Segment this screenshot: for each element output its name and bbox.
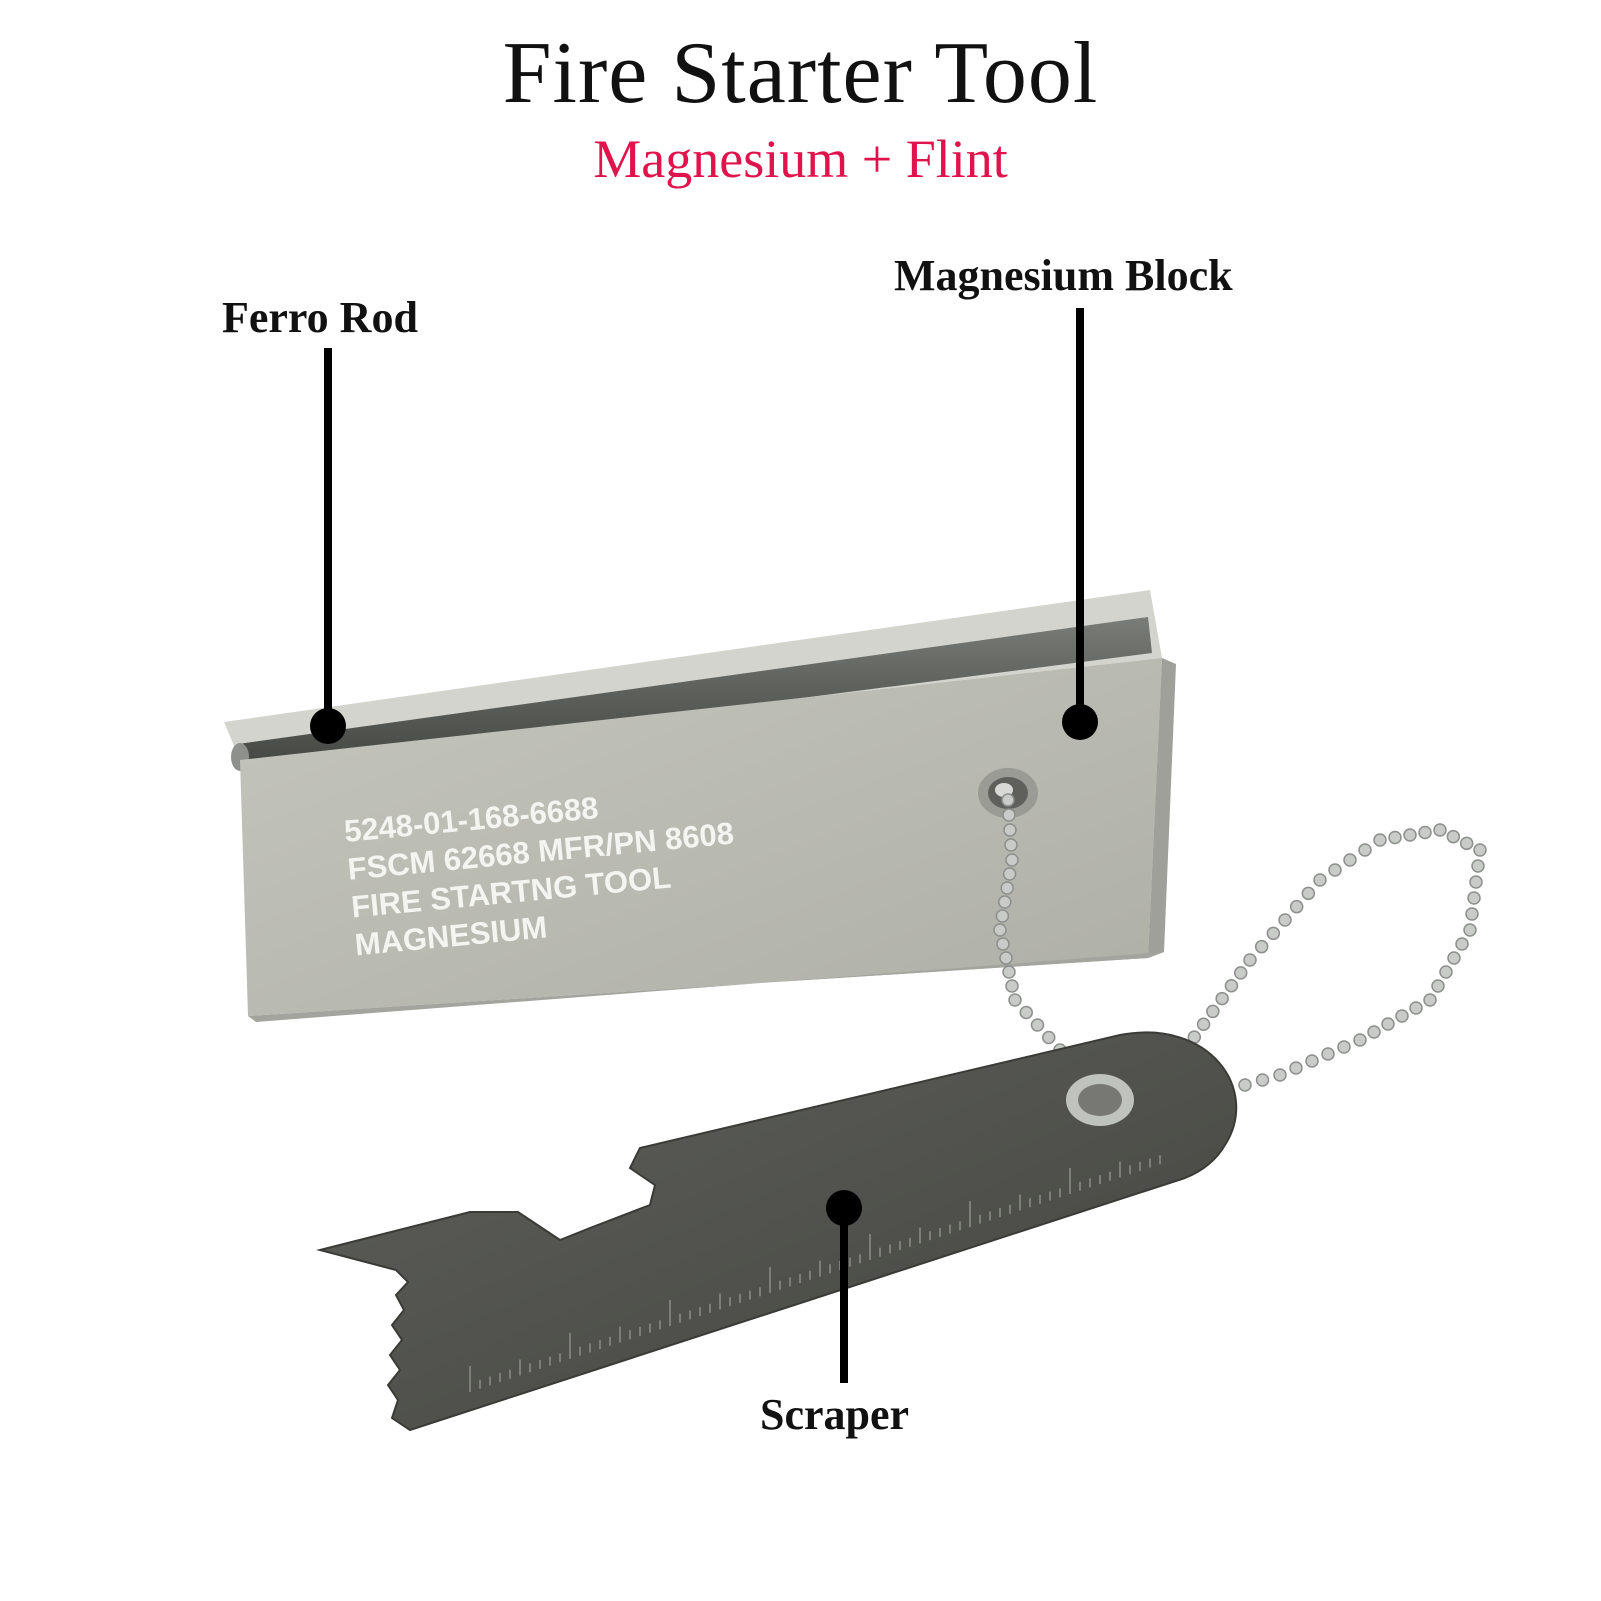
chain-bead xyxy=(1002,965,1016,979)
chain-bead xyxy=(1003,823,1017,837)
chain-bead xyxy=(1459,836,1474,851)
chain-bead xyxy=(1469,875,1483,889)
chain-bead xyxy=(1255,1073,1270,1087)
callout-line-ferro-rod xyxy=(310,348,346,744)
chain-bead xyxy=(1463,923,1477,937)
chain-bead xyxy=(1005,979,1019,993)
chain-bead xyxy=(1004,838,1018,852)
chain-bead xyxy=(1409,1001,1423,1015)
chain-bead xyxy=(1019,1005,1033,1020)
chain-bead xyxy=(1008,993,1022,1007)
chain-bead xyxy=(1471,859,1485,873)
chain-bead xyxy=(1447,951,1461,965)
chain-bead xyxy=(1305,1054,1319,1068)
chain-bead xyxy=(1439,965,1453,979)
chain-bead xyxy=(1254,939,1269,954)
chain-bead xyxy=(1206,1004,1220,1019)
chain-bead xyxy=(1353,1033,1367,1047)
page-subtitle: Magnesium + Flint xyxy=(593,129,1008,189)
chain-bead xyxy=(1233,966,1248,980)
callout-line-scraper xyxy=(826,1190,862,1383)
chain-bead xyxy=(1001,793,1015,807)
chain-bead xyxy=(1215,991,1229,1006)
chain-bead xyxy=(1467,891,1481,905)
callout-ferro-rod: Ferro Rod xyxy=(222,293,418,342)
chain-bead xyxy=(996,937,1010,951)
chain-bead xyxy=(1278,913,1292,927)
magnesium-block: 5248-01-168-6688 FSCM 62668 MFR/PN 8608 … xyxy=(224,590,1176,1022)
chain-bead xyxy=(1381,1017,1395,1031)
chain-bead xyxy=(1002,867,1017,881)
chain-bead xyxy=(1328,863,1342,877)
chain-bead xyxy=(999,951,1013,965)
callout-magnesium-block: Magnesium Block xyxy=(894,251,1233,300)
chain-bead xyxy=(1388,830,1402,845)
scraper xyxy=(316,1031,1238,1432)
chain-bead xyxy=(1465,907,1479,921)
chain-bead xyxy=(993,923,1007,937)
chain-bead xyxy=(1313,873,1327,887)
callout-line-magnesium-block xyxy=(1062,308,1098,740)
callout-scraper: Scraper xyxy=(760,1390,910,1439)
chain-bead xyxy=(1273,1068,1287,1082)
chain-bead xyxy=(1030,1018,1045,1032)
chain-bead xyxy=(1224,978,1239,993)
chain-bead xyxy=(1042,1030,1056,1045)
chain-bead xyxy=(1423,993,1437,1007)
chain-bead xyxy=(995,909,1010,923)
chain-bead xyxy=(1238,1078,1252,1092)
chain-bead xyxy=(1289,1061,1303,1075)
chain-bead xyxy=(1337,1040,1351,1054)
chain-bead xyxy=(1358,843,1372,857)
chain-bead xyxy=(998,895,1012,909)
chain-bead xyxy=(1373,833,1387,847)
chain-bead xyxy=(1002,808,1016,822)
chain-bead xyxy=(1431,979,1445,993)
chain-bead xyxy=(1367,1025,1381,1039)
chain-bead xyxy=(1446,829,1461,844)
chain-bead xyxy=(1289,899,1304,914)
chain-bead xyxy=(1433,823,1447,837)
chain-bead xyxy=(1243,953,1257,967)
page-title: Fire Starter Tool xyxy=(502,25,1099,122)
chain-bead xyxy=(1005,853,1019,867)
chain-bead xyxy=(1473,843,1487,857)
chain-bead xyxy=(1000,881,1014,895)
chain-bead xyxy=(1343,853,1357,867)
chain-bead xyxy=(1301,886,1316,901)
chain-bead xyxy=(1266,926,1281,941)
chain-bead xyxy=(1403,828,1417,842)
chain-bead xyxy=(1418,825,1432,840)
chain-bead xyxy=(1395,1009,1409,1023)
chain-bead xyxy=(1196,1017,1211,1032)
chain-bead xyxy=(1455,937,1469,951)
chain-bead xyxy=(1321,1047,1335,1061)
